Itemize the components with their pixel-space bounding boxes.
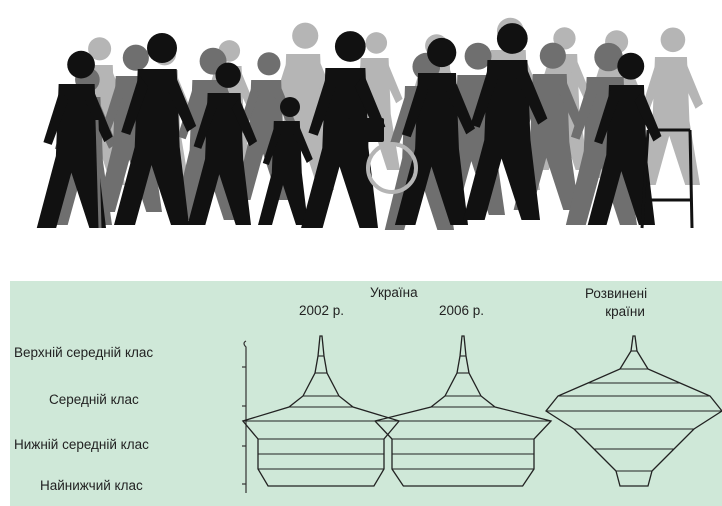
foreground-person — [587, 52, 662, 225]
walking-cane — [95, 119, 102, 229]
shape-developed — [545, 335, 722, 487]
class-shapes — [241, 335, 722, 493]
crowd-illustration — [36, 17, 703, 230]
shape-2006 — [373, 335, 553, 487]
row-label-upper-middle: Верхній середній клас — [14, 345, 154, 360]
group-header-ukraine: Україна — [370, 285, 418, 300]
row-label-lower-middle: Нижній середній клас — [14, 437, 149, 452]
foreground-person — [463, 23, 548, 220]
foreground-silhouettes — [36, 23, 662, 228]
column-label-developed-line2: країни — [605, 304, 645, 319]
foreground-person — [187, 62, 258, 225]
walker-frame — [640, 128, 694, 229]
column-label-2002: 2002 р. — [299, 303, 345, 318]
props — [95, 118, 694, 229]
foreground-person — [258, 97, 313, 225]
wheelchair-wheel — [366, 142, 418, 194]
row-label-middle: Середній клас — [49, 392, 139, 407]
foreground-person — [114, 33, 197, 225]
background-person — [638, 27, 703, 185]
briefcase — [348, 118, 384, 142]
foreground-person — [36, 50, 113, 228]
column-label-developed: Розвинені країни — [585, 285, 647, 321]
column-label-2006: 2006 р. — [439, 303, 485, 318]
shape-2002 — [241, 335, 401, 487]
social-class-diagram: Україна 2002 р. 2006 р. Розвинені країни… — [10, 281, 722, 506]
row-label-lowest: Найнижчий клас — [40, 478, 143, 493]
column-label-developed-line1: Розвинені — [585, 286, 648, 301]
axis-bracket — [242, 340, 247, 493]
foreground-person — [394, 37, 476, 225]
